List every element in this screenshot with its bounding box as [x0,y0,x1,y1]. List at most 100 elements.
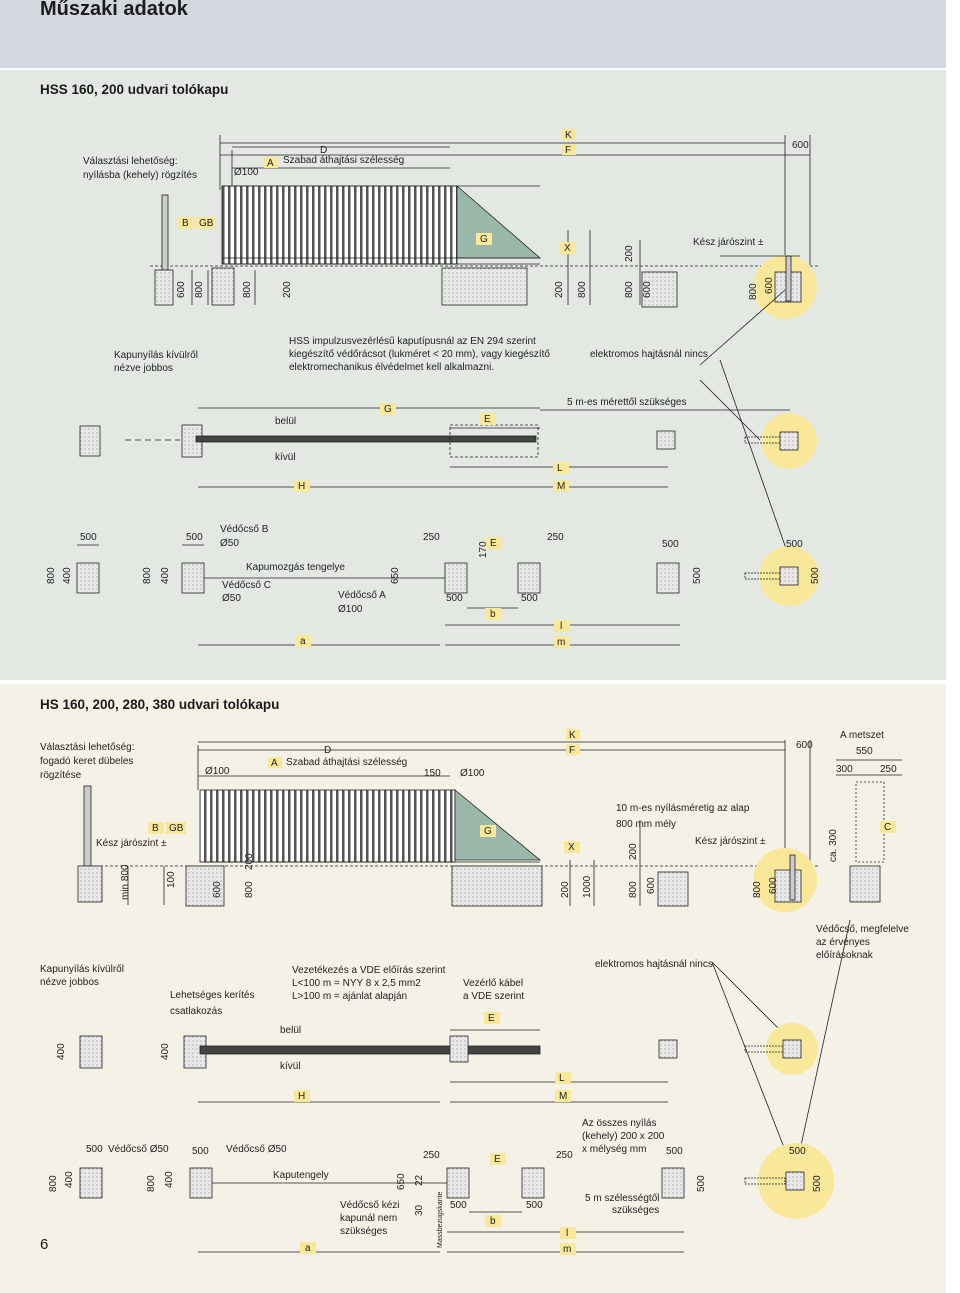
s1-v800b: 800 [242,281,253,298]
s1-fb: b [490,609,496,620]
s1-dim-D: D [320,145,327,156]
s1-option-2: nyílásba (kehely) rögzítés [83,170,197,181]
s1-GB: GB [199,218,214,229]
s2-dim-F: F [569,745,575,756]
s2-level-left: Kész járószint ± [96,838,167,849]
s2-section: A metszet [840,730,884,741]
s2-f800a: 800 [48,1175,59,1192]
s1-B: B [182,218,189,229]
s1-f500c: 500 [446,593,463,604]
s2-M: M [559,1091,567,1102]
s2-v200c: 200 [628,843,639,860]
s1-f500f: 500 [692,567,703,584]
s2-fm: m [563,1244,571,1255]
s1-f500a: 500 [80,532,97,543]
s1-v200a: 200 [282,281,293,298]
s2-v600c: 600 [768,877,779,894]
s1-f400b: 400 [160,567,171,584]
s2-f500a: 500 [86,1144,103,1155]
s2-plan-400b: 400 [160,1043,171,1060]
s2-v600a: 600 [212,881,223,898]
s2-plan-E: E [488,1013,495,1024]
s2-pipe50b: Védőcső Ø50 [226,1144,287,1155]
s2-G: G [484,826,492,837]
s2-L: L [559,1073,565,1084]
s2-kivul: kívül [280,1061,301,1072]
s2-dia100a: Ø100 [205,766,230,777]
s1-f800a: 800 [46,567,57,584]
s1-dim-A: A [267,158,274,169]
s1-f800b: 800 [142,567,153,584]
s1-note-3: elektromechanikus élvédelmet kell alkalm… [289,362,494,373]
s2-f400b: 400 [164,1171,175,1188]
s1-v800e: 800 [748,283,759,300]
s2-pipe-note-2: az érvényes [816,937,870,948]
s2-v100: 100 [166,871,177,888]
s2-H: H [298,1091,305,1102]
s2-fa: a [305,1243,311,1254]
s2-all-1: Az összes nyílás [582,1118,656,1129]
s2-f650: 650 [396,1173,407,1190]
s2-f250b: 250 [556,1150,573,1161]
s2-cable-1: Vezérlő kábel [463,978,523,989]
s2-f500h: 500 [812,1175,823,1192]
s2-labels: Választási lehetőség: fogadó keret dübel… [40,729,909,1255]
s2-level-right: Kész járószint ± [695,836,766,847]
s2-ca300: ca. 300 [828,829,839,862]
s1-dim-K: K [565,130,572,141]
s2-fence-1: Lehetséges kerítés [170,990,255,1001]
s2-all-3: x mélység mm [582,1144,646,1155]
s2-dim-A: A [271,758,278,769]
s2-option-3: rögzítése [40,770,82,781]
s1-f500h: 500 [810,567,821,584]
s1-v800c: 800 [577,281,588,298]
s1-M: M [557,481,565,492]
section1-title: HSS 160, 200 udvari tolókapu [40,82,229,97]
s2-d600: 600 [796,740,813,751]
s2-view-1: Kapunyílás kívülről [40,964,124,975]
s2-wiring-2: L<100 m = NYY 8 x 2,5 mm2 [292,978,421,989]
s2-plan-400a: 400 [56,1043,67,1060]
s2-v800c: 800 [752,881,763,898]
s1-pipeC-dia: Ø50 [222,593,241,604]
s2-d300: 300 [836,764,853,775]
s2-f500f: 500 [696,1175,707,1192]
s1-note-1: HSS impulzusvezérlésű kaputípusnál az EN… [289,336,536,347]
s1-v600b: 600 [642,281,653,298]
s1-v800d: 800 [624,281,635,298]
s2-v200b: 200 [560,881,571,898]
s2-f500c: 500 [450,1200,467,1211]
s1-option-1: Választási lehetőség: [83,156,178,167]
s2-handpipe-1: Védőcső kézi [340,1200,399,1211]
s2-handpipe-2: kapunál nem [340,1213,397,1224]
s1-f250a: 250 [423,532,440,543]
s2-f30: 30 [414,1204,425,1216]
s2-option-1: Választási lehetőség: [40,742,135,753]
page-title: Műszaki adatok [40,0,188,20]
s2-v1000: 1000 [582,875,593,898]
s1-X: X [564,243,571,254]
s1-kivul: kívül [275,452,296,463]
s2-C: C [884,822,891,833]
s2-wiring-3: L>100 m = ajánlat alapján [292,991,407,1002]
s1-fl: l [560,621,562,632]
s2-fl: l [566,1228,568,1239]
s2-pipe-note-3: előírásoknak [816,950,874,961]
s1-fE: E [490,538,497,549]
s2-pipe-note-1: Védőcső, megfelelve [816,924,909,935]
s1-v600c: 600 [764,277,775,294]
s1-f650: 650 [390,567,401,584]
s2-clear: Szabad áthajtási szélesség [286,757,407,768]
s1-H: H [298,481,305,492]
s1-f170: 170 [478,541,489,558]
s2-f22: 22 [414,1174,425,1186]
s1-f500e: 500 [662,539,679,550]
page-header: Műszaki adatok [0,0,946,68]
s2-d150: 150 [424,768,441,779]
s1-dim-F: F [565,145,571,156]
s2-v800b: 800 [628,881,639,898]
s2-handpipe-3: szükséges [340,1226,387,1237]
s1-view-1: Kapunyílás kívülről [114,350,198,361]
s2-cable-2: a VDE szerint [463,991,524,1002]
